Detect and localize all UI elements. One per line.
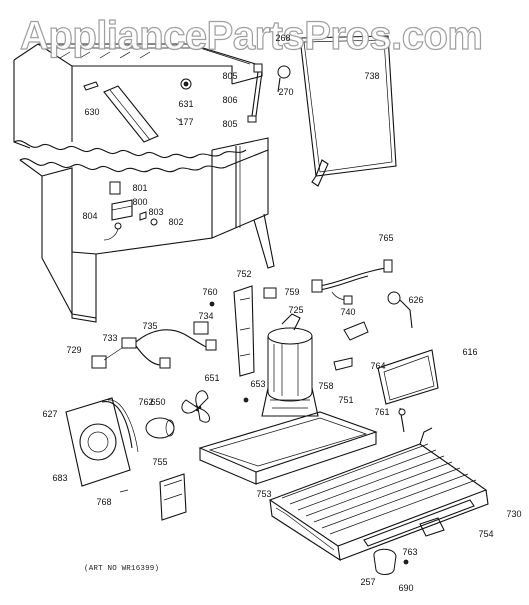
hinge-assembly: [247, 63, 291, 123]
part-764: [333, 357, 353, 371]
callout-752: 752: [236, 269, 252, 279]
bracket-755: [159, 473, 187, 521]
callout-800: 800: [132, 197, 148, 207]
callout-734: 734: [198, 311, 214, 321]
callout-683: 683: [52, 473, 68, 483]
site-watermark: AppliancePartsPros.com: [19, 13, 483, 58]
callout-754: 754: [478, 529, 494, 539]
callout-801: 801: [132, 183, 148, 193]
callout-755: 755: [152, 457, 168, 467]
callout-805: 805: [222, 71, 238, 81]
callout-735: 735: [142, 321, 158, 331]
callout-631: 631: [178, 99, 194, 109]
callout-650: 650: [150, 397, 166, 407]
door-gasket: [299, 35, 397, 187]
callout-805: 805: [222, 119, 238, 129]
fan-shroud: [65, 397, 139, 487]
callout-270: 270: [278, 87, 294, 97]
callout-753: 753: [256, 489, 272, 499]
callout-738: 738: [364, 71, 380, 81]
callout-804: 804: [82, 211, 98, 221]
callout-759: 759: [284, 287, 300, 297]
callout-806: 806: [222, 95, 238, 105]
callout-764: 764: [370, 361, 386, 371]
callout-803: 803: [148, 207, 164, 217]
callout-765: 765: [378, 233, 394, 243]
callout-761: 761: [374, 407, 390, 417]
callout-760: 760: [202, 287, 218, 297]
damper-control: [103, 181, 158, 241]
art-number: (ART NO WR16399): [84, 565, 160, 573]
compressor: [261, 313, 319, 417]
cabinet-illustration: [13, 43, 275, 323]
fan-motor-740: [343, 321, 369, 341]
wire-harness-765: [311, 259, 393, 305]
callout-177: 177: [178, 117, 194, 127]
callout-730: 730: [506, 509, 522, 519]
callout-733: 733: [102, 333, 118, 343]
fan-blade: [181, 390, 249, 423]
callout-268: 268: [275, 33, 291, 43]
callout-627: 627: [42, 409, 58, 419]
callout-751: 751: [338, 395, 354, 405]
callout-630: 630: [84, 107, 100, 117]
callout-763: 763: [402, 547, 418, 557]
callout-653: 653: [250, 379, 266, 389]
callout-690: 690: [398, 583, 414, 593]
drain-cup: [373, 548, 409, 575]
callout-257: 257: [360, 577, 376, 587]
mounting-rail: [363, 499, 475, 547]
callout-758: 758: [318, 381, 334, 391]
callout-616: 616: [462, 347, 478, 357]
leader-marks: [119, 117, 183, 493]
condenser-coil: [268, 427, 489, 562]
bracket-752: [209, 285, 277, 377]
relay-626: [387, 291, 413, 329]
callout-651: 651: [204, 373, 220, 383]
fan-motor-650: [145, 417, 175, 439]
callout-762: 762: [138, 397, 154, 407]
cover-616: [377, 349, 439, 433]
callout-626: 626: [408, 295, 424, 305]
callout-802: 802: [168, 217, 184, 227]
callout-729: 729: [66, 345, 82, 355]
callout-768: 768: [96, 497, 112, 507]
wire-harness-735: [91, 321, 217, 369]
base-pan: [198, 411, 378, 485]
callout-740: 740: [340, 307, 356, 317]
callout-725: 725: [288, 305, 304, 315]
